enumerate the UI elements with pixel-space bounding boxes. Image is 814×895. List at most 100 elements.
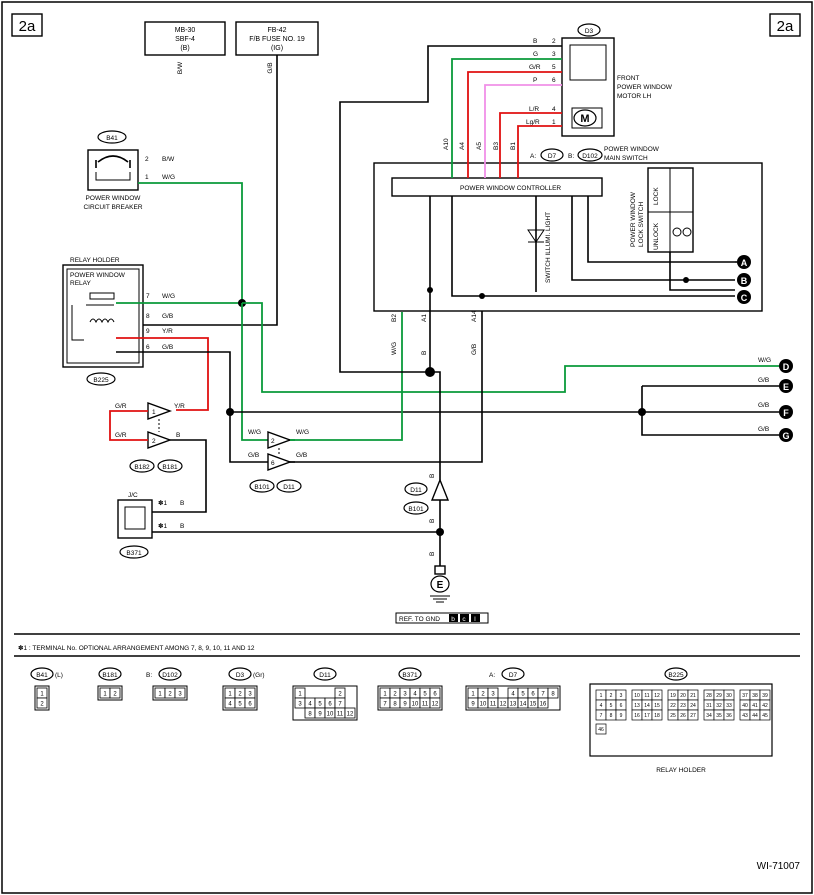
svg-text:D: D <box>783 362 790 372</box>
legend-suffix: (Gr) <box>253 672 265 679</box>
legend-pin-cell <box>36 697 48 709</box>
svg-text:W/G: W/G <box>248 429 261 436</box>
legend-pin-number: 4 <box>228 702 232 708</box>
wire-motor2-b <box>339 45 562 373</box>
legend-pin-number: 29 <box>716 693 722 699</box>
svg-text:LOCK: LOCK <box>653 187 660 205</box>
svg-text:D11: D11 <box>410 487 422 494</box>
legend-prefix: B: <box>146 672 152 679</box>
svg-text:7: 7 <box>146 293 150 300</box>
legend-shell <box>152 685 188 701</box>
legend-pin-number: 2 <box>338 692 342 698</box>
svg-text:LOCK SWITCH: LOCK SWITCH <box>638 202 645 247</box>
svg-text:POWER WINDOW: POWER WINDOW <box>630 191 637 247</box>
svg-text:B101: B101 <box>254 484 270 491</box>
legend-pin-number: 34 <box>706 713 712 719</box>
svg-text:E: E <box>437 580 444 591</box>
legend-pin-cell <box>759 709 771 721</box>
svg-text:B182: B182 <box>134 464 150 471</box>
legend-pin-number: 20 <box>680 693 686 699</box>
wire-ground-trunk <box>430 371 441 480</box>
legend-pin-number: 40 <box>742 703 748 709</box>
legend-shell <box>34 685 50 711</box>
svg-text:E: E <box>783 382 789 392</box>
legend-pin-number: 10 <box>480 702 487 708</box>
legend-pin-number: 23 <box>680 703 686 709</box>
svg-text:B: B <box>741 276 748 286</box>
legend-pin-number: 6 <box>328 702 332 708</box>
legend-pin-cell <box>595 723 607 735</box>
svg-text:POWER WINDOW: POWER WINDOW <box>604 146 660 153</box>
svg-text:POWER WINDOW: POWER WINDOW <box>617 84 673 91</box>
legend-connector-name: D3 <box>236 672 245 679</box>
svg-text:4: 4 <box>552 106 556 113</box>
legend-pin-number: 28 <box>706 693 712 699</box>
svg-text:6: 6 <box>146 344 150 351</box>
svg-text:B: B <box>180 523 184 530</box>
svg-text:B: B <box>429 552 436 556</box>
svg-text:D3: D3 <box>585 28 594 35</box>
svg-text:G/B: G/B <box>162 344 173 351</box>
legend-pin-number: 46 <box>598 727 604 733</box>
legend-pin-number: 13 <box>510 702 517 708</box>
legend-connector-name: D11 <box>319 672 331 679</box>
svg-text:MB-30: MB-30 <box>175 27 196 34</box>
legend-connector-tag <box>158 667 182 681</box>
svg-text:W/G: W/G <box>162 174 175 181</box>
svg-text:B: B <box>421 351 428 355</box>
svg-text:G/B: G/B <box>758 426 769 433</box>
svg-text:RELAY HOLDER: RELAY HOLDER <box>70 257 120 264</box>
legend-pin-number: 14 <box>644 703 650 709</box>
svg-text:J/C: J/C <box>128 492 138 499</box>
svg-text:A: A <box>741 258 748 268</box>
svg-text:2: 2 <box>152 438 156 445</box>
legend-pin-number: 11 <box>644 693 649 699</box>
legend-pin-number: 1 <box>228 692 232 698</box>
wire-b2-wg <box>290 312 403 441</box>
legend-pin-number: 11 <box>490 702 497 708</box>
fuse-fb42: FB-42 F/B FUSE NO. 19 (IG) <box>235 21 319 56</box>
legend-shell <box>292 685 358 721</box>
wire-fuse19-relay8 <box>116 55 278 326</box>
legend-pin-number: 24 <box>690 703 696 709</box>
legend-pin-number: 15 <box>654 703 660 709</box>
wire-gb-b101 <box>229 412 295 463</box>
legend-pin-cell <box>344 707 356 719</box>
svg-text:9: 9 <box>146 328 150 335</box>
legend-pin-number: 9 <box>620 713 623 719</box>
legend-pin-number: 6 <box>620 703 623 709</box>
svg-text:2a: 2a <box>19 18 36 35</box>
legend-pin-number: 7 <box>338 702 342 708</box>
legend-pin-number: 44 <box>752 713 758 719</box>
legend-pin-cell <box>244 697 256 709</box>
legend-connector-tag <box>398 667 422 681</box>
legend-pin-cell <box>615 709 627 721</box>
wire-color-gb-fuse: G/B <box>267 62 274 73</box>
legend-shell <box>222 685 258 711</box>
svg-text:G/R: G/R <box>115 432 127 439</box>
svg-text:B41: B41 <box>106 135 118 142</box>
svg-text:1: 1 <box>152 409 156 416</box>
svg-text:CIRCUIT BREAKER: CIRCUIT BREAKER <box>83 204 142 211</box>
legend-connector-name: D7 <box>509 672 518 679</box>
legend-pin-number: 1 <box>383 692 387 698</box>
legend-pin-number: 38 <box>752 693 758 699</box>
legend-pin-number: 11 <box>337 712 344 718</box>
svg-text:FRONT: FRONT <box>617 75 639 82</box>
svg-text:A:: A: <box>530 153 536 160</box>
svg-text:c: c <box>462 616 466 623</box>
legend-pin-number: 8 <box>551 692 555 698</box>
wire-b-out <box>571 196 735 281</box>
legend-pin-cell <box>109 687 121 699</box>
legend-connector-name: B225 <box>668 672 684 679</box>
svg-text:2a: 2a <box>777 18 794 35</box>
wire-c <box>451 196 735 297</box>
svg-text:Y/R: Y/R <box>162 328 173 335</box>
wire-wg-to-b101 <box>241 303 295 441</box>
svg-text:POWER WINDOW: POWER WINDOW <box>86 195 142 202</box>
circuit-breaker: B41 POWER WINDOW CIRCUIT BREAKER 2 1 B/W… <box>83 130 175 211</box>
svg-text:5: 5 <box>552 64 556 71</box>
legend-suffix: (L) <box>55 672 63 679</box>
relay-connector-tag <box>86 372 116 386</box>
svg-text:8: 8 <box>146 313 150 320</box>
